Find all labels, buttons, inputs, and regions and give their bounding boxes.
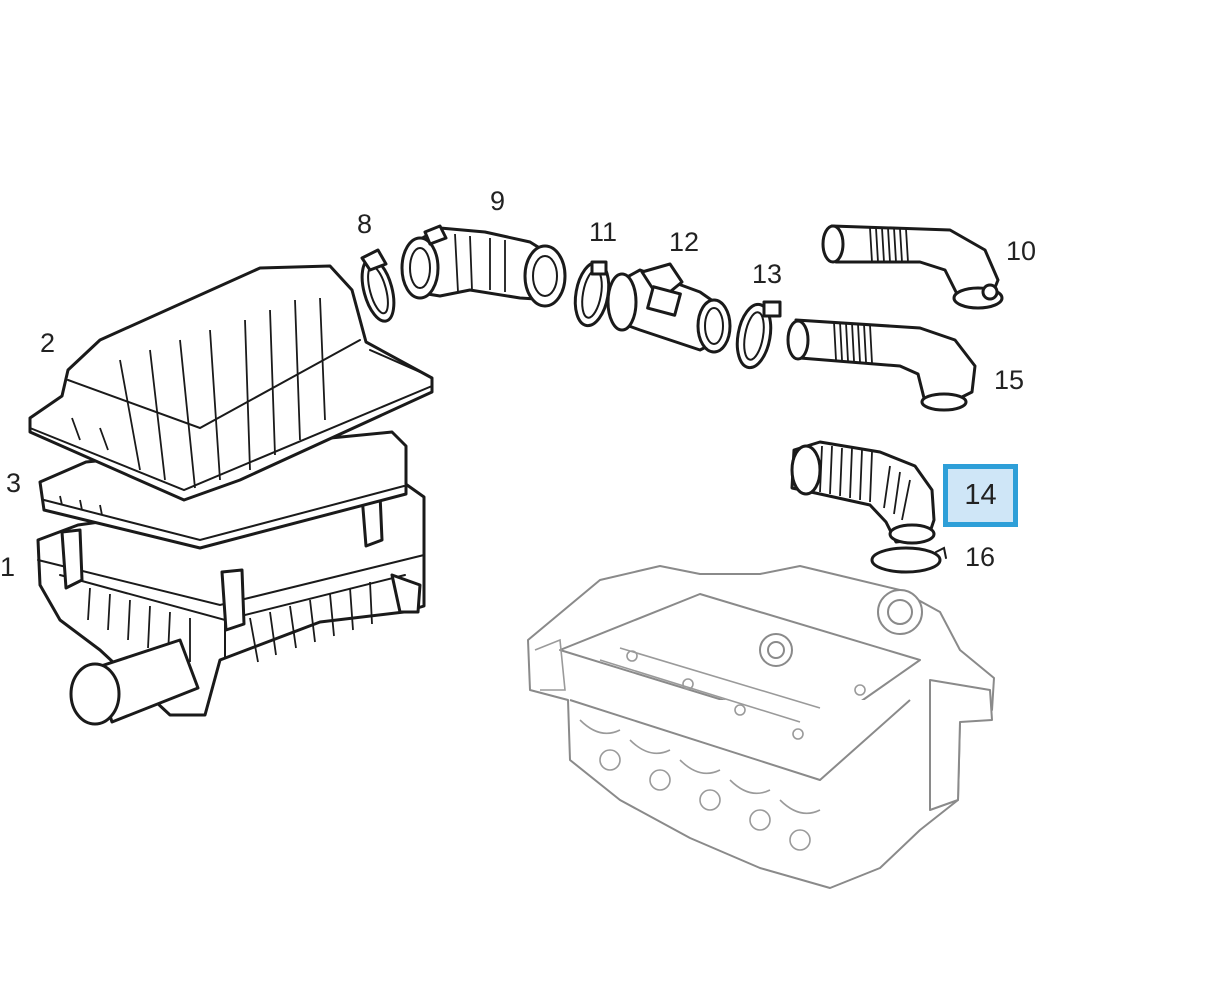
callout-16: 16 [965,542,996,572]
callout-15: 15 [994,365,1025,395]
callout-14-highlighted: 14 [943,464,1018,527]
callout-12: 12 [669,227,700,257]
intake-hose-9 [400,224,567,308]
callout-14: 14 [964,479,997,511]
callout-8: 8 [357,209,373,239]
hose-clamp-8 [360,248,396,323]
callout-9: 9 [490,186,506,216]
hose-clamp-13 [735,300,782,370]
callout-13: 13 [752,259,783,289]
callout-11: 11 [589,217,618,247]
callout-1: 1 [0,552,16,582]
callout-10: 10 [1006,236,1037,266]
air-mass-meter-12 [606,262,732,354]
callout-2: 2 [40,328,56,358]
air-filter-housing [36,478,426,726]
callout-3: 3 [6,468,22,498]
hose-clamp-11 [573,260,611,328]
air-hose-10 [821,224,1004,310]
air-hose-15 [786,318,977,412]
filter-cover [28,264,434,502]
intake-elbow-14 [790,440,936,545]
engine-cylinder-head [527,565,995,889]
hose-clamp-16 [870,546,947,574]
